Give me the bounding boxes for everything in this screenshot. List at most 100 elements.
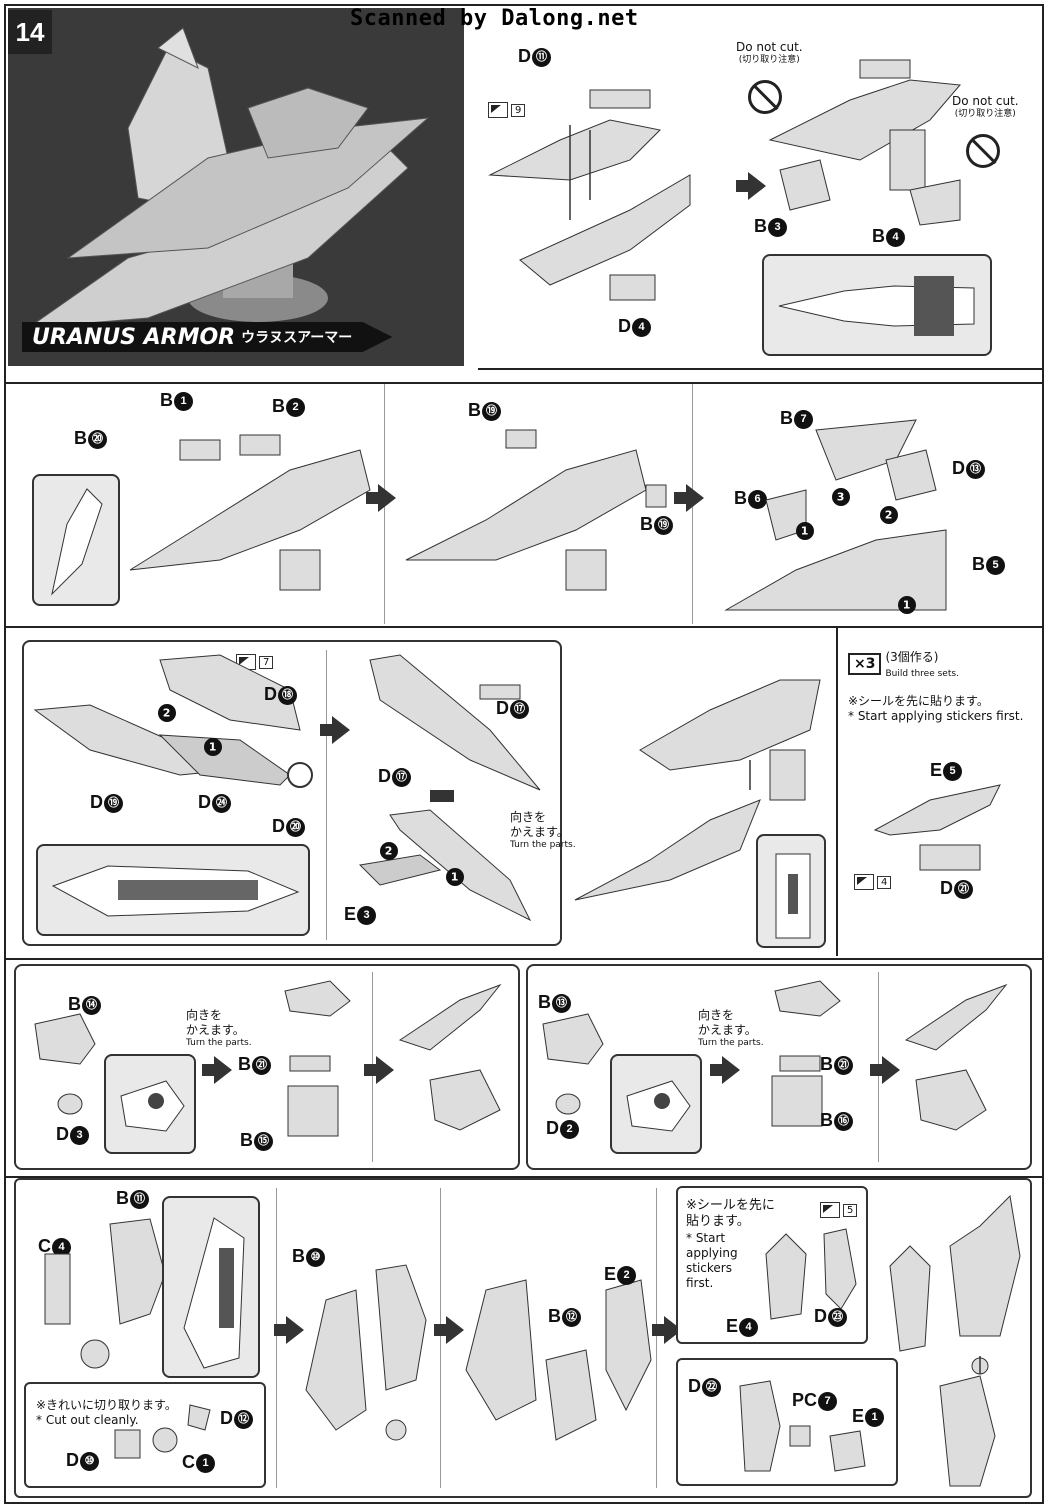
page-border bbox=[4, 4, 1044, 1504]
part-diagram-s3a bbox=[33, 654, 313, 788]
detail-inset-s4b bbox=[610, 1054, 702, 1154]
uranus-armor-photo bbox=[26, 27, 430, 329]
part-diagram-s3d bbox=[873, 784, 1001, 871]
divider bbox=[656, 1188, 657, 1488]
detail-inset-s4a bbox=[104, 1054, 196, 1154]
part-diagram-s5-final bbox=[889, 1194, 1021, 1487]
page-number: 14 bbox=[8, 10, 52, 54]
part-diagram-s1a bbox=[488, 89, 691, 301]
divider bbox=[4, 626, 1044, 628]
divider bbox=[478, 368, 1044, 370]
hero-title: URANUS ARMOR ウラヌスアーマー bbox=[22, 322, 393, 352]
cut-cleanly-panel bbox=[24, 1382, 266, 1488]
sticker-ref-5: 5 bbox=[820, 1202, 858, 1218]
divider bbox=[836, 628, 838, 956]
divider bbox=[440, 1188, 441, 1488]
part-diagram-s3b bbox=[358, 654, 541, 922]
detail-inset-s1 bbox=[762, 254, 992, 356]
part-diagram-s2a bbox=[129, 434, 371, 591]
hero-photo: URANUS ARMOR ウラヌスアーマー bbox=[8, 8, 464, 366]
divider bbox=[4, 958, 1044, 960]
no-cut-icon bbox=[966, 134, 1000, 168]
detail-inset-s5 bbox=[162, 1196, 260, 1378]
step-arrow bbox=[710, 1056, 740, 1084]
divider bbox=[4, 1176, 1044, 1178]
part-diagram-s2b bbox=[405, 429, 667, 591]
divider bbox=[276, 1188, 277, 1488]
step-arrow bbox=[202, 1056, 232, 1084]
sticker-ref-4: 4 bbox=[854, 874, 892, 890]
step-arrow bbox=[736, 172, 766, 200]
detail-inset-s3 bbox=[36, 844, 310, 936]
step-arrow bbox=[320, 716, 350, 744]
step-arrow bbox=[366, 484, 396, 512]
part-diagram-s2c bbox=[724, 419, 947, 611]
step-arrow bbox=[674, 484, 704, 512]
part-diagram-s1b bbox=[768, 59, 962, 226]
watermark: Scanned by Dalong.net bbox=[350, 6, 639, 31]
divider bbox=[4, 382, 1044, 384]
detail-inset-s2 bbox=[32, 474, 120, 606]
step-arrow bbox=[274, 1316, 304, 1344]
sticker-ref-9: 9 bbox=[488, 102, 526, 118]
do-not-cut-note-1: Do not cut.(切り取り注意) bbox=[736, 40, 803, 65]
step-arrow bbox=[364, 1056, 394, 1084]
stickers-first-note-b: ※シールを先に 貼ります。 * Start applying stickers … bbox=[686, 1198, 775, 1290]
cut-cleanly-note: ※きれいに切り取ります。* Cut out cleanly. bbox=[36, 1398, 177, 1427]
step-arrow bbox=[434, 1316, 464, 1344]
divider bbox=[326, 650, 327, 940]
turn-parts-note: 向きを かえます。Turn the parts. bbox=[510, 810, 576, 850]
turn-parts-note: 向きを かえます。Turn the parts. bbox=[186, 1008, 252, 1048]
do-not-cut-note-2: Do not cut.(切り取り注意) bbox=[952, 94, 1019, 119]
hero-title-jp: ウラヌスアーマー bbox=[241, 330, 353, 346]
build-three-badge: ×3 (3個作る)Build three sets. bbox=[848, 648, 959, 679]
step-arrow bbox=[870, 1056, 900, 1084]
part-diagram-s3c bbox=[574, 679, 821, 901]
no-cut-icon bbox=[748, 80, 782, 114]
detail-inset-s3b bbox=[756, 834, 826, 948]
hero-title-en: URANUS ARMOR bbox=[32, 324, 236, 350]
